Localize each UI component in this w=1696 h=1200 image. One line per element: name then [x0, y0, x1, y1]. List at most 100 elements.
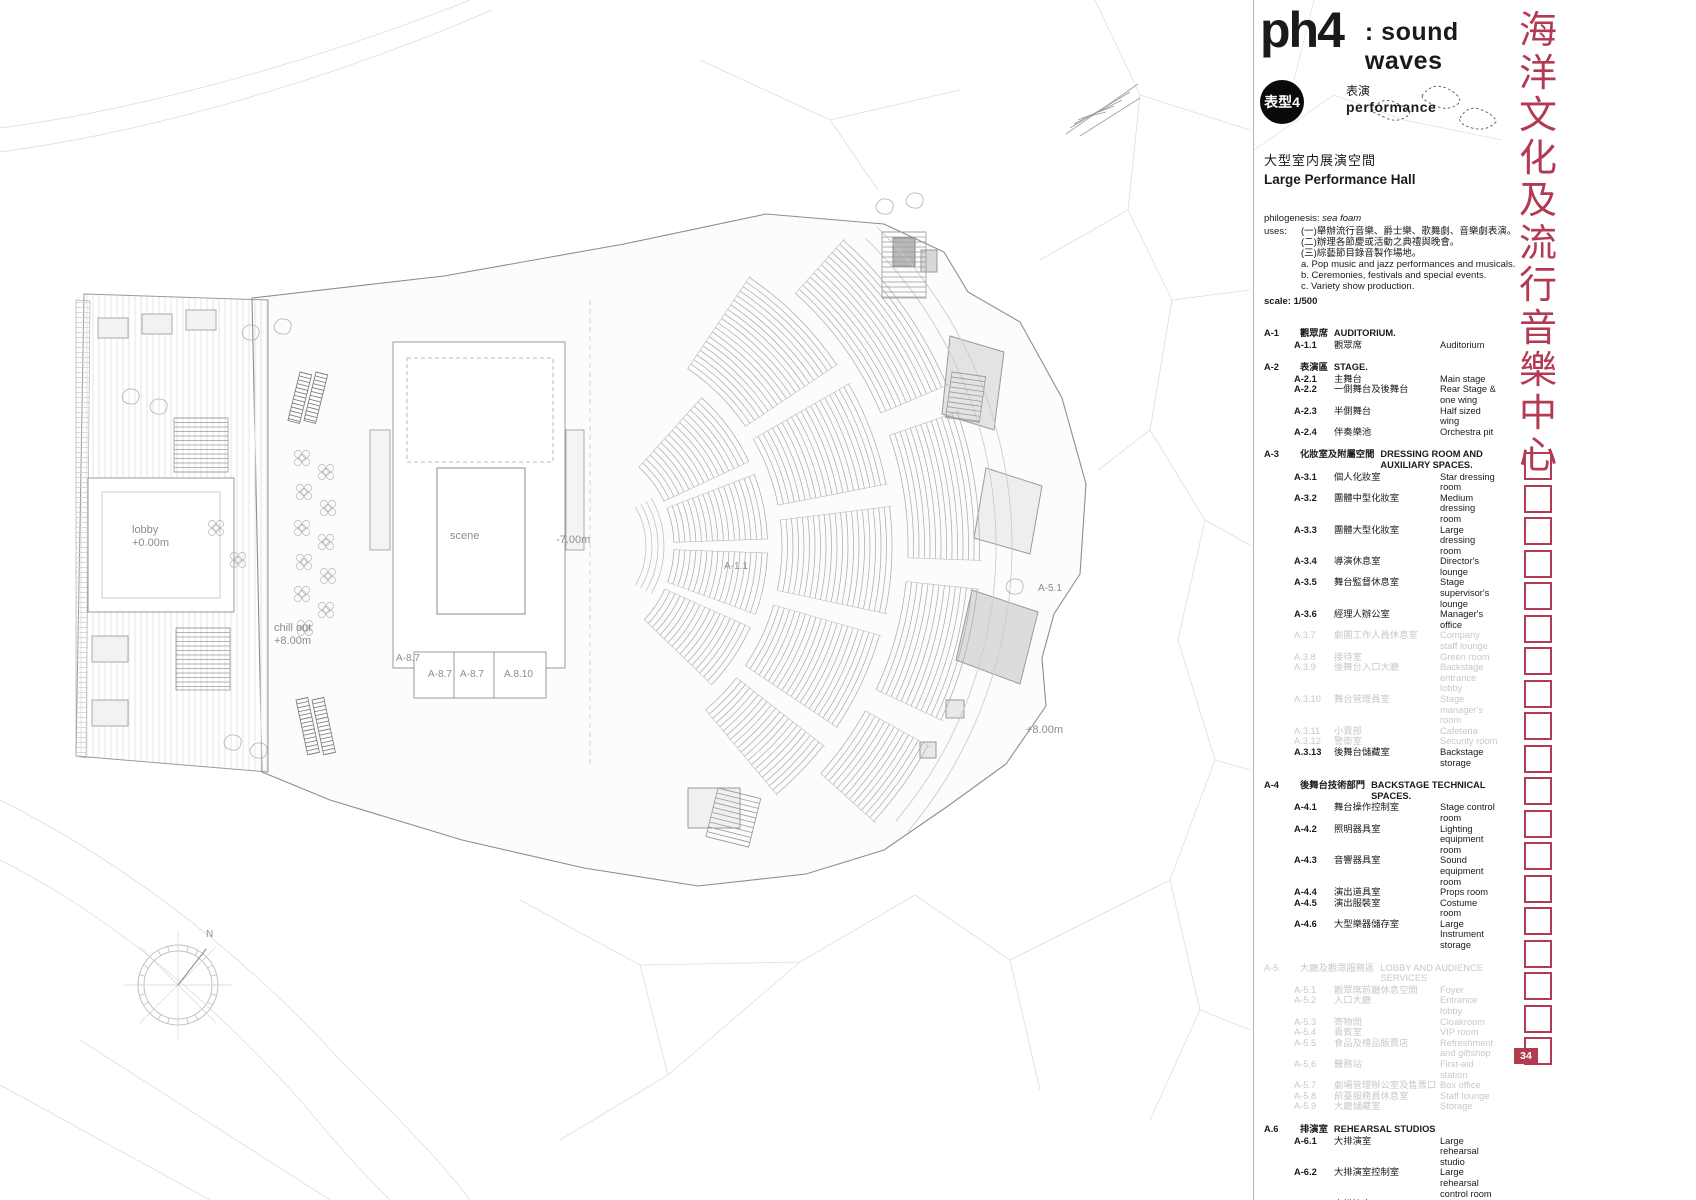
plan-label: N — [206, 929, 214, 940]
plan-label: A-1.1 — [724, 561, 748, 572]
plan-label: A-8.7 — [460, 669, 484, 680]
uses-line: b. Ceremonies, festivals and special eve… — [1301, 270, 1487, 281]
plan-label: scene — [450, 530, 480, 542]
vertical-title-char: 海 — [1518, 10, 1557, 52]
philogenesis-value: sea foam — [1322, 213, 1362, 224]
vertical-box — [1524, 874, 1552, 903]
uses-block: uses: (一)舉辦流行音樂、爵士樂、歌舞劇、音樂劇表演。(二)辦理各節慶或活… — [1264, 226, 1516, 292]
plan-label: A.8.10 — [504, 669, 533, 680]
vertical-box — [1524, 517, 1552, 545]
sketch-arrow-hatch — [1065, 83, 1141, 137]
logo-ph4: ph4 — [1260, 2, 1345, 58]
stage-block — [369, 341, 585, 699]
vertical-title-char: 中 — [1518, 392, 1557, 435]
vertical-box — [1524, 907, 1552, 935]
philogenesis: philogenesis: sea foam — [1264, 213, 1496, 224]
vertical-box — [1524, 484, 1552, 513]
page-number: 34 — [1514, 1048, 1538, 1064]
uses-line: (三)綜藝節目錄音製作場地。 — [1301, 248, 1422, 259]
side-strip: 海洋文化及流行音樂中心 34 — [1502, 0, 1592, 1200]
vertical-title-char: 樂 — [1518, 350, 1557, 392]
vertical-title: 海洋文化及流行音樂中心 — [1502, 10, 1574, 478]
vertical-title-char: 流 — [1518, 222, 1557, 265]
subtitle-en: performance — [1346, 99, 1437, 115]
vertical-box — [1524, 679, 1552, 708]
uses-line: a. Pop music and jazz performances and m… — [1301, 259, 1516, 270]
vertical-box — [1524, 647, 1552, 675]
plan-label: +8.00m — [1026, 724, 1063, 736]
legend-panel: ph4 : sound waves 表型4 表演 performance 大型室… — [1253, 0, 1516, 1200]
vertical-box — [1524, 1004, 1552, 1033]
section-title: 大型室内展演空間 Large Performance Hall — [1264, 150, 1494, 187]
vertical-boxes — [1524, 452, 1552, 1070]
vertical-title-char: 行 — [1518, 265, 1557, 307]
plan-label: chill out +8.00m — [274, 622, 312, 647]
vertical-box — [1524, 549, 1552, 578]
plan-label: A-5.1 — [1038, 583, 1062, 594]
type-badge: 表型4 — [1260, 80, 1304, 124]
plan-label: A-8.7 — [396, 653, 420, 664]
vertical-box — [1524, 972, 1552, 1000]
vertical-title-char: 洋 — [1518, 52, 1557, 95]
terrain-contours — [0, 0, 1251, 1200]
subtitle-zh: 表演 — [1346, 84, 1371, 98]
uses-lines: (一)舉辦流行音樂、爵士樂、歌舞劇、音樂劇表演。(二)辦理各節慶或活動之典禮與晚… — [1301, 226, 1516, 292]
title-block: ph4 : sound waves 表型4 表演 performance — [1260, 2, 1496, 124]
vertical-title-char: 及 — [1518, 180, 1557, 222]
floor-plan-drawing — [0, 0, 1251, 1200]
philogenesis-label: philogenesis: — [1264, 213, 1320, 224]
plan-details — [121, 192, 1024, 1039]
uses-label: uses: — [1264, 226, 1287, 237]
vertical-box — [1524, 712, 1552, 740]
uses-line: c. Variety show production. — [1301, 281, 1415, 292]
sea-foam-sketch — [1254, 0, 1502, 151]
vertical-box — [1524, 614, 1552, 643]
vertical-box — [1524, 744, 1552, 773]
plan-label: A-8.7 — [428, 669, 452, 680]
vertical-title-char: 化 — [1518, 137, 1557, 180]
vertical-box — [1524, 842, 1552, 870]
vertical-box — [1524, 452, 1552, 480]
uses-line: (二)辦理各節慶或活動之典禮與晚會。 — [1301, 237, 1460, 248]
section-title-en: Large Performance Hall — [1264, 172, 1416, 187]
vertical-box — [1524, 939, 1552, 968]
vertical-title-char: 音 — [1518, 307, 1557, 350]
plan-label: -7.00m — [556, 534, 591, 546]
page-title: : sound waves — [1364, 18, 1459, 75]
